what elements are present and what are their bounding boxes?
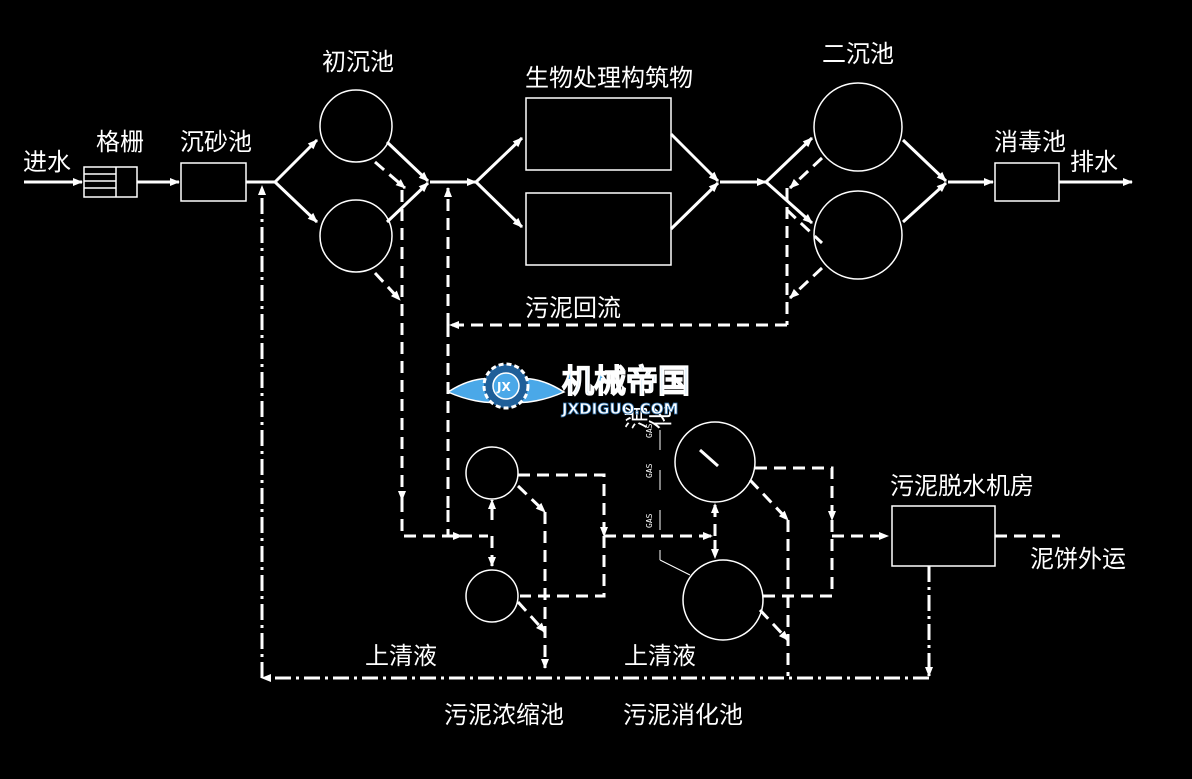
gas-label-3: GAS [645,513,654,528]
screen-label: 格栅 [96,128,144,156]
gas-label-1: GAS [645,423,654,438]
supernatant-lines [258,185,933,682]
thickener-2 [465,569,519,623]
sludge-return-label: 污泥回流 [525,294,621,322]
watermark-cn: 机械帝国 [562,362,690,400]
cake-disposal-label: 泥饼外运 [1030,545,1126,573]
supernatant-label-left: 上清液 [365,642,437,670]
digester-label: 污泥消化池 [623,701,743,729]
digester-1 [674,421,756,503]
digestion-vertical-label: 消化 [624,406,672,434]
secondary-clarifier-label: 二沉池 [822,40,894,68]
watermark-badge: JX [496,380,511,394]
digester-2 [682,559,764,641]
gear-hub-icon [492,372,520,400]
supernatant-label-right: 上清液 [624,642,696,670]
outflow-label: 排水 [1070,148,1118,176]
secondary-clarifier-1 [813,82,903,172]
bio-reactor-2 [525,192,672,266]
primary-clarifier-1 [319,89,393,163]
main-flow-lines [24,132,1133,231]
dewatering-house-label: 污泥脱水机房 [890,472,1034,500]
grit-chamber-box [180,162,247,202]
thickener-1 [465,446,519,500]
primary-clarifier-2 [319,199,393,273]
secondary-clarifier-2 [813,190,903,280]
gas-label-2: GAS [645,463,654,478]
watermark-en: JXDIGUO.COM [561,400,678,418]
thickener-label: 污泥浓缩池 [444,701,564,729]
bio-reactor-1 [525,97,672,171]
screen-unit [83,166,138,198]
sludge-flow-lines [373,156,1060,676]
grit-chamber-label: 沉砂池 [180,128,252,156]
bio-treatment-label: 生物处理构筑物 [525,64,693,92]
gas-lines [659,430,719,576]
disinfection-tank-box [994,162,1060,202]
dewatering-house-box [891,505,996,567]
inflow-label: 进水 [23,148,71,176]
disinfection-label: 消毒池 [994,128,1066,156]
watermark-logo: JX 机械帝国 JXDIGUO.COM [446,361,691,418]
primary-clarifier-label: 初沉池 [322,48,394,76]
